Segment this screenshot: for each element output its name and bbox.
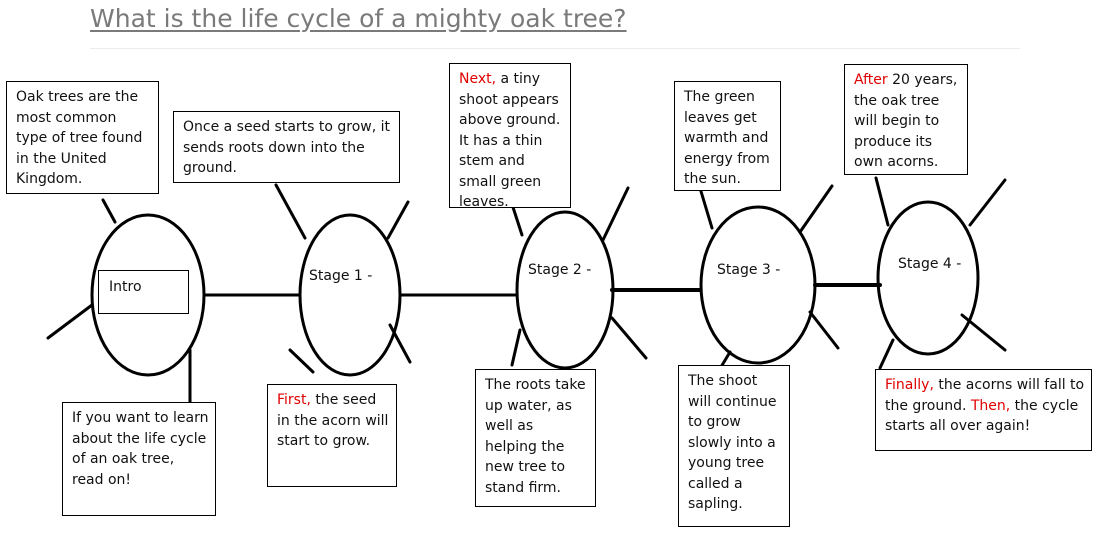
first-highlight: First, xyxy=(277,392,311,408)
first-seed-box: First, the seed in the acorn will start … xyxy=(267,384,397,487)
stage1-oval xyxy=(298,213,402,377)
intro-oval xyxy=(90,213,206,377)
stage2-label: Stage 2 - xyxy=(528,262,592,278)
finally-end-text: the cycle starts all over again! xyxy=(885,397,1079,435)
stage1-leg xyxy=(274,183,307,240)
page-title: What is the life cycle of a mighty oak t… xyxy=(90,4,627,33)
stage2-leg xyxy=(601,186,630,242)
stage1-leg xyxy=(386,200,410,240)
stage4-leg xyxy=(960,313,1007,352)
stage4-oval xyxy=(876,200,980,356)
then-highlight: Then, xyxy=(970,397,1011,414)
stage4-leg xyxy=(874,176,890,227)
stage4-leg xyxy=(968,178,1007,227)
first-text: the seed in the acorn will start to grow… xyxy=(277,392,389,449)
stage2-leg xyxy=(510,328,522,367)
oak-common-text: Oak trees are the most common type of tr… xyxy=(16,89,143,187)
stage4-leg xyxy=(878,338,895,370)
intro-label-box: Intro xyxy=(98,270,189,314)
roots-water-box: The roots take up water, as well as help… xyxy=(475,369,596,507)
stage3-leg xyxy=(808,310,840,350)
intro-label: Intro xyxy=(109,279,142,295)
intro-learn-text: If you want to learn about the life cycl… xyxy=(72,410,209,488)
shoot-continue-box: The shoot will continue to grow slowly i… xyxy=(678,365,790,527)
oak-common-box: Oak trees are the most common type of tr… xyxy=(6,81,159,194)
stage4-label: Stage 4 - xyxy=(898,256,962,272)
intro-leg xyxy=(101,198,117,224)
finally-highlight: Finally, xyxy=(885,377,934,393)
next-highlight: Next, xyxy=(459,71,497,87)
intro-learn-box: If you want to learn about the life cycl… xyxy=(62,402,216,516)
after-highlight: After xyxy=(854,72,888,88)
finally-text: the acorns will fall to the ground. xyxy=(885,377,1085,414)
next-shoot-box: Next, a tiny shoot appears above ground.… xyxy=(449,63,571,210)
stage3-leg xyxy=(798,184,834,234)
stage1-leg xyxy=(288,348,315,374)
roots-water-text: The roots take up water, as well as help… xyxy=(485,377,586,496)
stage2-oval xyxy=(515,210,615,370)
stage3-leg xyxy=(698,186,714,230)
title-divider xyxy=(90,48,1020,49)
shoot-continue-text: The shoot will continue to grow slowly i… xyxy=(688,373,777,512)
seed-grow-text: Once a seed starts to grow, it sends roo… xyxy=(183,119,391,176)
green-leaves-text: The green leaves get warmth and energy f… xyxy=(684,89,770,187)
after-text: 20 years, the oak tree will begin to pro… xyxy=(854,72,958,170)
green-leaves-box: The green leaves get warmth and energy f… xyxy=(674,81,781,191)
stage3-label: Stage 3 - xyxy=(717,262,781,278)
stage1-leg xyxy=(388,323,412,364)
stage3-oval xyxy=(699,205,817,365)
next-text: a tiny shoot appears above ground. It ha… xyxy=(459,71,561,210)
seed-grow-box: Once a seed starts to grow, it sends roo… xyxy=(173,111,400,183)
finally-box: Finally, the acorns will fall to the gro… xyxy=(875,369,1092,451)
intro-leg xyxy=(46,303,94,340)
stage1-label: Stage 1 - xyxy=(309,268,373,284)
stage2-leg xyxy=(610,316,648,360)
after-years-box: After 20 years, the oak tree will begin … xyxy=(844,64,968,175)
